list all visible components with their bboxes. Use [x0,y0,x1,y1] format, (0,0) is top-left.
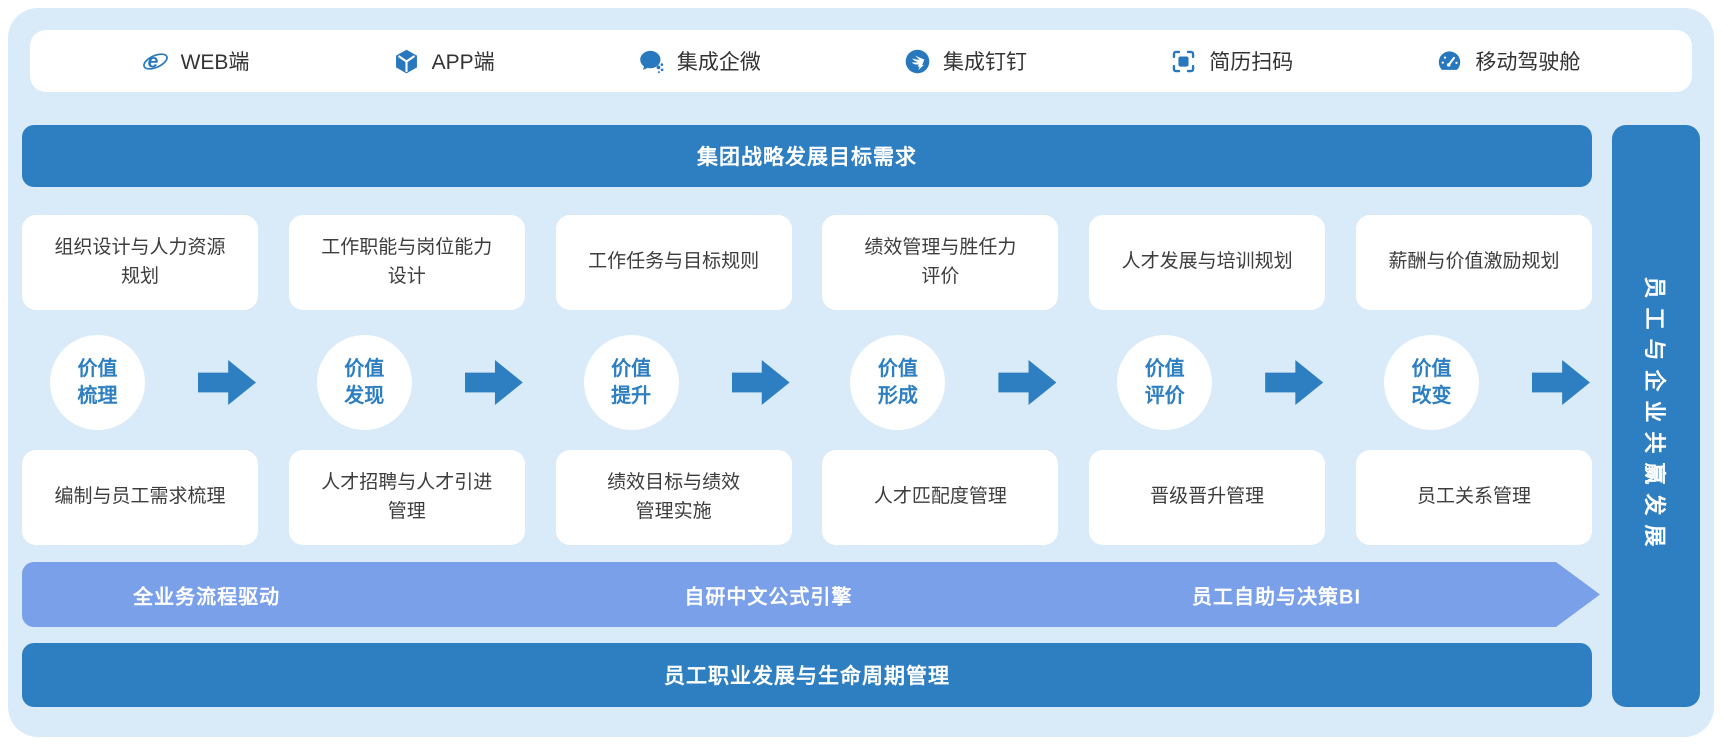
bottom-module-card-1: 编制与员工需求梳理 [22,450,258,545]
svg-text:e: e [147,51,158,72]
flow-arrow-icon [731,360,790,405]
ie-browser-icon: e [142,51,168,72]
text-line: 提升 [611,384,652,407]
platform-item-app: APP端 [393,46,495,76]
flow-arrow-icon [998,360,1057,405]
text-line: 人才发展与培训规划 [1121,251,1293,273]
win-win-bar-label: 员工与企业共赢发展 [1642,276,1667,556]
bottom-module-card-5: 晋级晋升管理 [1089,450,1326,545]
text-line: 绩效目标与绩效 [607,472,741,493]
win-win-bar: 员工与企业共赢发展 [1612,125,1700,707]
value-circle-3: 价值提升 [583,335,679,430]
value-step-3: 价值提升 [556,333,792,432]
text-line: 价值 [611,357,652,380]
text-line: 员工关系管理 [1416,486,1531,508]
value-circle-4: 价值形成 [850,335,946,430]
bottom-module-card-2: 人才招聘与人才引进管理 [288,450,525,545]
text-line: 价值 [344,357,385,380]
text-line: 评价 [1144,384,1185,407]
text-line: 价值 [877,357,918,380]
dingtalk-icon [905,49,930,73]
value-circle-6: 价值改变 [1383,335,1479,430]
process-ribbon-label-3: 员工自助与决策BI [1192,586,1361,608]
text-line: 工作任务与目标规则 [588,251,760,273]
value-step-6: 价值改变 [1356,333,1592,432]
bottom-module-card-3: 绩效目标与绩效管理实施 [555,450,792,545]
mobile-dashboard-icon [1439,50,1461,70]
text-line: 改变 [1411,384,1452,407]
text-line: 组织设计与人力资源 [54,237,226,258]
platform-item-wecom: 集成企微 [638,46,761,76]
diagram-panel: e WEB端 APP端 集成企微 [8,8,1714,737]
top-module-card-3: 工作任务与目标规则 [555,215,792,310]
bottom-cards-row: 编制与员工需求梳理人才招聘与人才引进管理绩效目标与绩效管理实施人才匹配度管理晋级… [22,450,1592,545]
platform-bar: e WEB端 APP端 集成企微 [30,30,1692,92]
platform-item-mobile-dashboard: 移动驾驶舱 [1436,46,1580,76]
lifecycle-banner-label: 员工职业发展与生命周期管理 [664,665,950,688]
process-ribbon-label-2: 自研中文公式引擎 [684,586,853,608]
top-module-card-2: 工作职能与岗位能力设计 [288,215,525,310]
platform-item-label: 移动驾驶舱 [1475,51,1581,74]
platform-item-label: 集成钉钉 [943,51,1028,74]
text-line: 人才招聘与人才引进 [321,472,493,493]
text-line: 梳理 [77,384,118,407]
process-ribbon-label-1: 全业务流程驱动 [133,586,281,608]
wecom-chat-icon [640,50,664,73]
platform-item-dingtalk: 集成钉钉 [904,46,1027,76]
text-line: 发现 [344,384,385,407]
text-line: 设计 [387,265,426,287]
value-step-5: 价值评价 [1089,333,1325,432]
process-ribbon: 全业务流程驱动 自研中文公式引擎 员工自助与决策BI [22,562,1600,627]
platform-item-label: WEB端 [180,51,250,74]
text-line: 价值 [1411,357,1452,380]
text-line: 薪酬与价值激励规划 [1388,251,1560,273]
text-line: 编制与员工需求梳理 [54,486,226,508]
platform-item-label: 简历扫码 [1209,51,1294,74]
text-line: 管理 [387,500,426,522]
top-module-card-5: 人才发展与培训规划 [1089,215,1326,310]
text-line: 价值 [77,357,118,380]
text-line: 工作职能与岗位能力 [321,237,493,258]
flow-arrow-icon [1265,360,1324,405]
platform-item-label: 集成企微 [676,51,761,74]
value-circle-1: 价值梳理 [50,335,145,430]
top-module-card-6: 薪酬与价值激励规划 [1355,215,1592,310]
text-line: 晋级晋升管理 [1150,486,1265,508]
text-line: 形成 [877,384,918,407]
text-line: 价值 [1144,357,1185,380]
strategy-banner-label: 集团战略发展目标需求 [697,146,917,169]
value-step-2: 价值发现 [289,333,525,432]
resume-scan-icon [1172,50,1195,72]
top-module-card-1: 组织设计与人力资源规划 [22,215,258,310]
top-cards-row: 组织设计与人力资源规划工作职能与岗位能力设计工作任务与目标规则绩效管理与胜任力评… [22,215,1592,310]
value-step-1: 价值梳理 [22,333,258,432]
text-line: 管理实施 [635,500,712,522]
value-step-4: 价值形成 [822,333,1058,432]
platform-item-web: e WEB端 [142,46,250,76]
text-line: 人才匹配度管理 [873,486,1007,508]
platform-item-resume-scan: 简历扫码 [1170,46,1293,76]
text-line: 规划 [120,265,159,287]
value-chain-row: 价值梳理价值发现价值提升价值形成价值评价价值改变 [22,333,1592,432]
text-line: 绩效管理与胜任力 [864,237,1017,258]
bottom-module-card-4: 人才匹配度管理 [822,450,1059,545]
bottom-module-card-6: 员工关系管理 [1355,450,1592,545]
text-line: 评价 [921,265,960,287]
platform-item-label: APP端 [431,51,495,74]
top-module-card-4: 绩效管理与胜任力评价 [822,215,1059,310]
flow-arrow-icon [1531,360,1590,405]
value-circle-5: 价值评价 [1117,335,1213,430]
value-circle-2: 价值发现 [316,335,412,430]
app-cube-icon [395,49,417,73]
flow-arrow-icon [198,360,256,405]
strategy-banner: 集团战略发展目标需求 [22,125,1592,187]
flow-arrow-icon [464,360,523,405]
lifecycle-banner: 员工职业发展与生命周期管理 [22,643,1592,707]
